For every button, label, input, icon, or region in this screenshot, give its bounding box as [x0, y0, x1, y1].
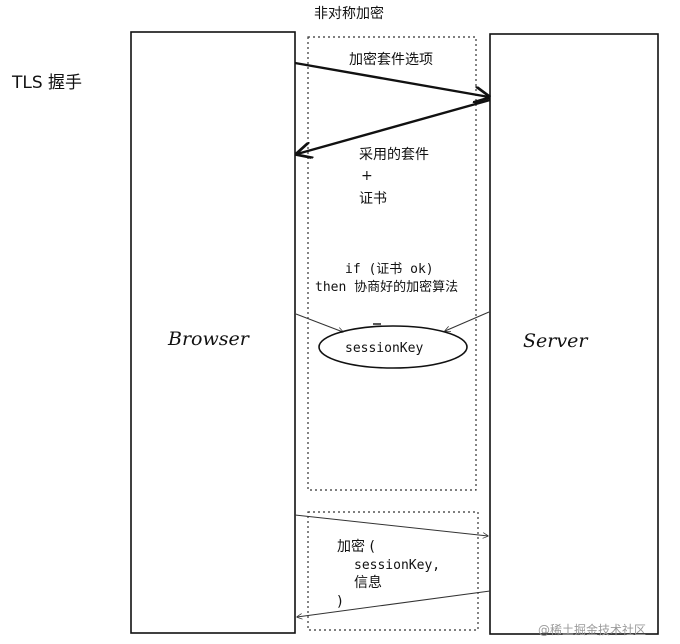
server-label: Server [523, 330, 589, 352]
asymmetric-phase-region [307, 36, 477, 491]
server-box [489, 33, 659, 635]
symmetric-phase-region [307, 511, 479, 631]
encrypted-request-arrow [294, 514, 488, 536]
chosen-suite-label-line1: 采用的套件 [359, 147, 429, 163]
asymmetric-encryption-label: 非对称加密 [314, 5, 384, 22]
browser-box [130, 31, 296, 634]
cipher-suites-arrow [294, 61, 489, 97]
server-to-sessionkey-arrow [445, 311, 490, 331]
browser-to-sessionkey-arrow [295, 313, 343, 332]
encrypt-label-line4: ) [337, 594, 342, 610]
session-key-ellipse [318, 325, 468, 369]
chosen-suite-label-line2: + [361, 168, 373, 184]
diagram-title: TLS 握手 [11, 73, 82, 93]
watermark-text: @稀土掘金技术社区 [538, 622, 646, 637]
session-key-label: sessionKey [345, 341, 423, 356]
chosen-suite-label-line3: 证书 [359, 191, 387, 207]
browser-label: Browser [167, 328, 251, 350]
condition-if-line: if (证书 ok) [345, 262, 434, 277]
encrypted-response-arrow [297, 590, 491, 617]
encrypt-label-line1: 加密 ( [337, 538, 375, 555]
condition-then-line: then 协商好的加密算法 [315, 279, 458, 295]
cipher-suites-label: 加密套件选项 [349, 51, 433, 68]
encrypt-label-line2: sessionKey, [354, 558, 440, 573]
encrypt-label-line3: 信息 [354, 574, 382, 591]
chosen-suite-arrow [297, 98, 491, 154]
